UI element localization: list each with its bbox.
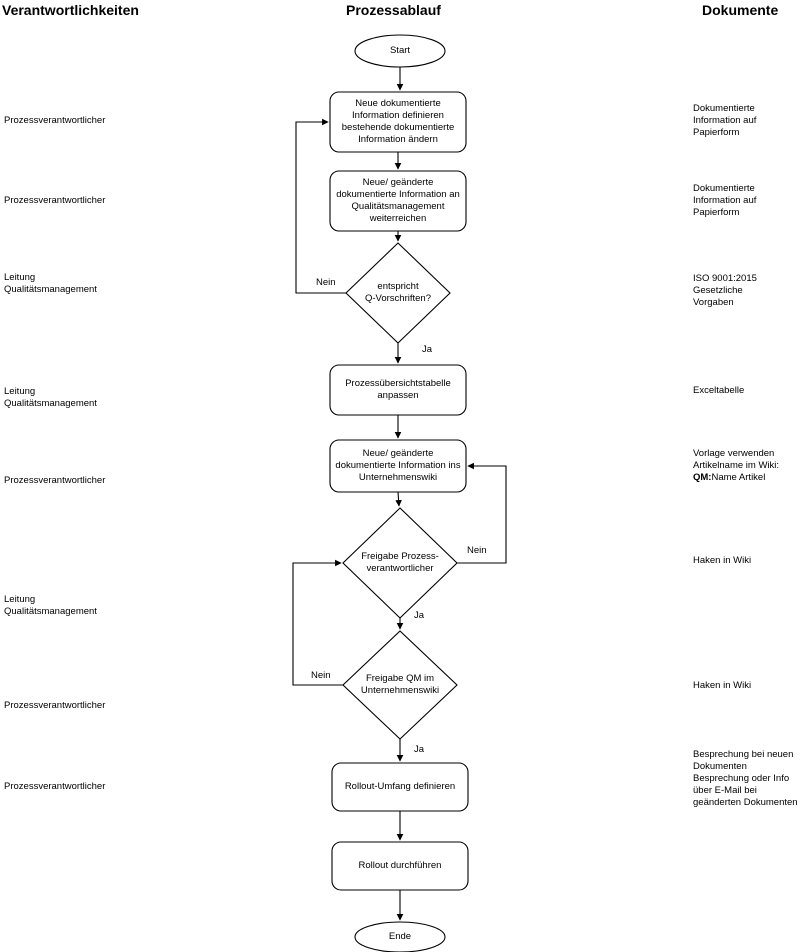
node-forward[interactable] xyxy=(329,170,467,232)
edge-label-nein-2: Nein xyxy=(467,545,487,556)
column-header-responsibilities: Verantwortlichkeiten xyxy=(2,2,139,18)
responsibility-label-1: Prozessverantwortlicher xyxy=(4,195,106,206)
column-header-documents: Dokumente xyxy=(702,2,779,18)
node-end[interactable] xyxy=(354,921,446,952)
node-table[interactable] xyxy=(329,364,467,416)
document-label-5: Haken in Wiki xyxy=(693,555,752,566)
responsibility-label-4: Prozessverantwortlicher xyxy=(4,475,106,486)
node-rollout-scope[interactable] xyxy=(331,762,469,812)
edge-label-nein-4: Nein xyxy=(311,670,331,681)
nodes-layer xyxy=(329,34,469,952)
responsibility-label-3: Leitung Qualitätsmanagement xyxy=(4,386,97,409)
edge-label-ja-1: Ja xyxy=(422,344,433,355)
responsibility-label-5: Leitung Qualitätsmanagement xyxy=(4,594,97,617)
document-label-3: Exceltabelle xyxy=(693,385,745,396)
node-dec-freigabe-qm[interactable] xyxy=(342,630,458,740)
responsibility-label-7: Prozessverantwortlicher xyxy=(4,781,106,792)
edges-layer xyxy=(292,67,507,921)
node-dec-qvorschriften[interactable] xyxy=(345,242,451,344)
column-header-process-flow: Prozessablauf xyxy=(346,2,441,18)
node-rollout-do[interactable] xyxy=(331,841,469,891)
responsibility-label-0: Prozessverantwortlicher xyxy=(4,115,106,126)
responsibility-label-2: Leitung Qualitätsmanagement xyxy=(4,272,97,295)
edge-label-nein-0: Nein xyxy=(316,277,336,288)
connector-decision-nein-loop xyxy=(295,118,346,294)
edge-label-ja-5: Ja xyxy=(414,744,425,755)
edge-label-ja-3: Ja xyxy=(414,610,425,621)
node-wiki[interactable] xyxy=(329,439,467,493)
connector-qm-nein-loop xyxy=(292,559,343,686)
node-dec-freigabe-pv[interactable] xyxy=(342,507,458,619)
node-define[interactable] xyxy=(329,91,467,153)
connector-wiki-decision xyxy=(395,491,402,507)
connector-pv-nein-loop xyxy=(457,462,507,564)
document-label-6: Haken in Wiki xyxy=(693,680,752,691)
responsibility-label-6: Prozessverantwortlicher xyxy=(4,700,106,711)
node-start[interactable] xyxy=(354,34,446,68)
